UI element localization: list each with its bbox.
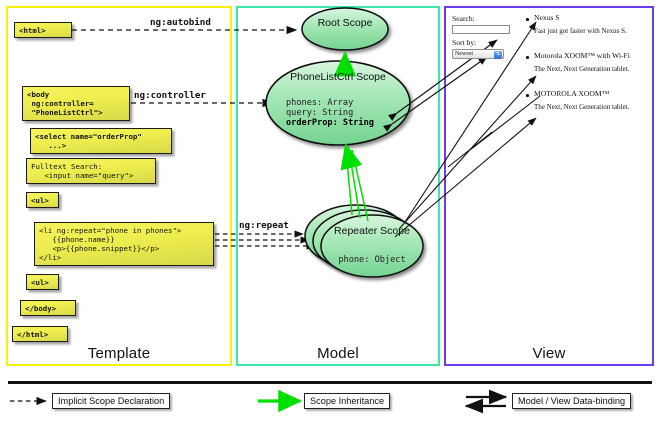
fulltext-search-input-box: Fulltext Search: <input name="query"> [26, 158, 156, 184]
column-label-model: Model [317, 345, 359, 362]
column-model: Model [236, 6, 440, 366]
phone-snippet: Fast just got faster with Nexus S. [534, 27, 627, 35]
legend-label-model-view-data-binding: Model / View Data-binding [512, 393, 632, 409]
html-open-tag-box: <html> [14, 22, 72, 39]
legend-arrows [10, 389, 508, 414]
body-controller-tag-box: <body ng:controller= "PhoneListCtrl"> [22, 86, 130, 121]
search-input[interactable] [452, 25, 510, 34]
search-label: Search: [452, 14, 475, 23]
phone-name[interactable]: Motorola XOOM™ with Wi-Fi [534, 51, 630, 60]
phone-snippet: The Next, Next Generation tablet. [534, 65, 630, 73]
sort-by-select[interactable]: Newest ⇅ [452, 49, 504, 59]
column-label-template: Template [87, 345, 151, 362]
legend-divider [8, 381, 652, 384]
sort-by-value: Newest [455, 51, 473, 57]
body-close-tag-box: </body> [20, 300, 76, 317]
list-bullet [526, 18, 529, 21]
legend-label-scope-inheritance: Scope Inheritance [304, 393, 391, 409]
view-panel: Search: Sort by: Newest ⇅ Nexus S Fast j… [452, 12, 648, 132]
li-ngrepeat-tag-box: <li ng:repeat="phone in phones"> {{phone… [34, 222, 214, 267]
phone-name[interactable]: Nexus S [534, 13, 560, 22]
html-close-tag-box: </html> [12, 326, 68, 343]
legend: Implicit Scope Declaration Scope Inherit… [0, 381, 660, 421]
column-label-view: View [532, 345, 566, 362]
legend-label-implicit-scope-declaration: Implicit Scope Declaration [52, 393, 171, 409]
ng-controller-label: ng:controller [134, 90, 206, 101]
phone-name[interactable]: MOTOROLA XOOM™ [534, 89, 610, 98]
chevron-updown-icon[interactable]: ⇅ [494, 51, 502, 59]
ng-repeat-label: ng:repeat [239, 220, 289, 231]
phone-snippet: The Next, Next Generation tablet. [534, 103, 630, 111]
list-bullet [526, 94, 529, 97]
ul-open-tag-box: <ul> [26, 192, 59, 209]
sort-by-label: Sort by: [452, 38, 477, 47]
ul-close-tag-box: <ul> [26, 274, 59, 291]
select-orderprop-tag-box: <select name="orderProp" ...> [30, 128, 172, 154]
ng-autobind-label: ng:autobind [150, 17, 211, 28]
list-bullet [526, 56, 529, 59]
